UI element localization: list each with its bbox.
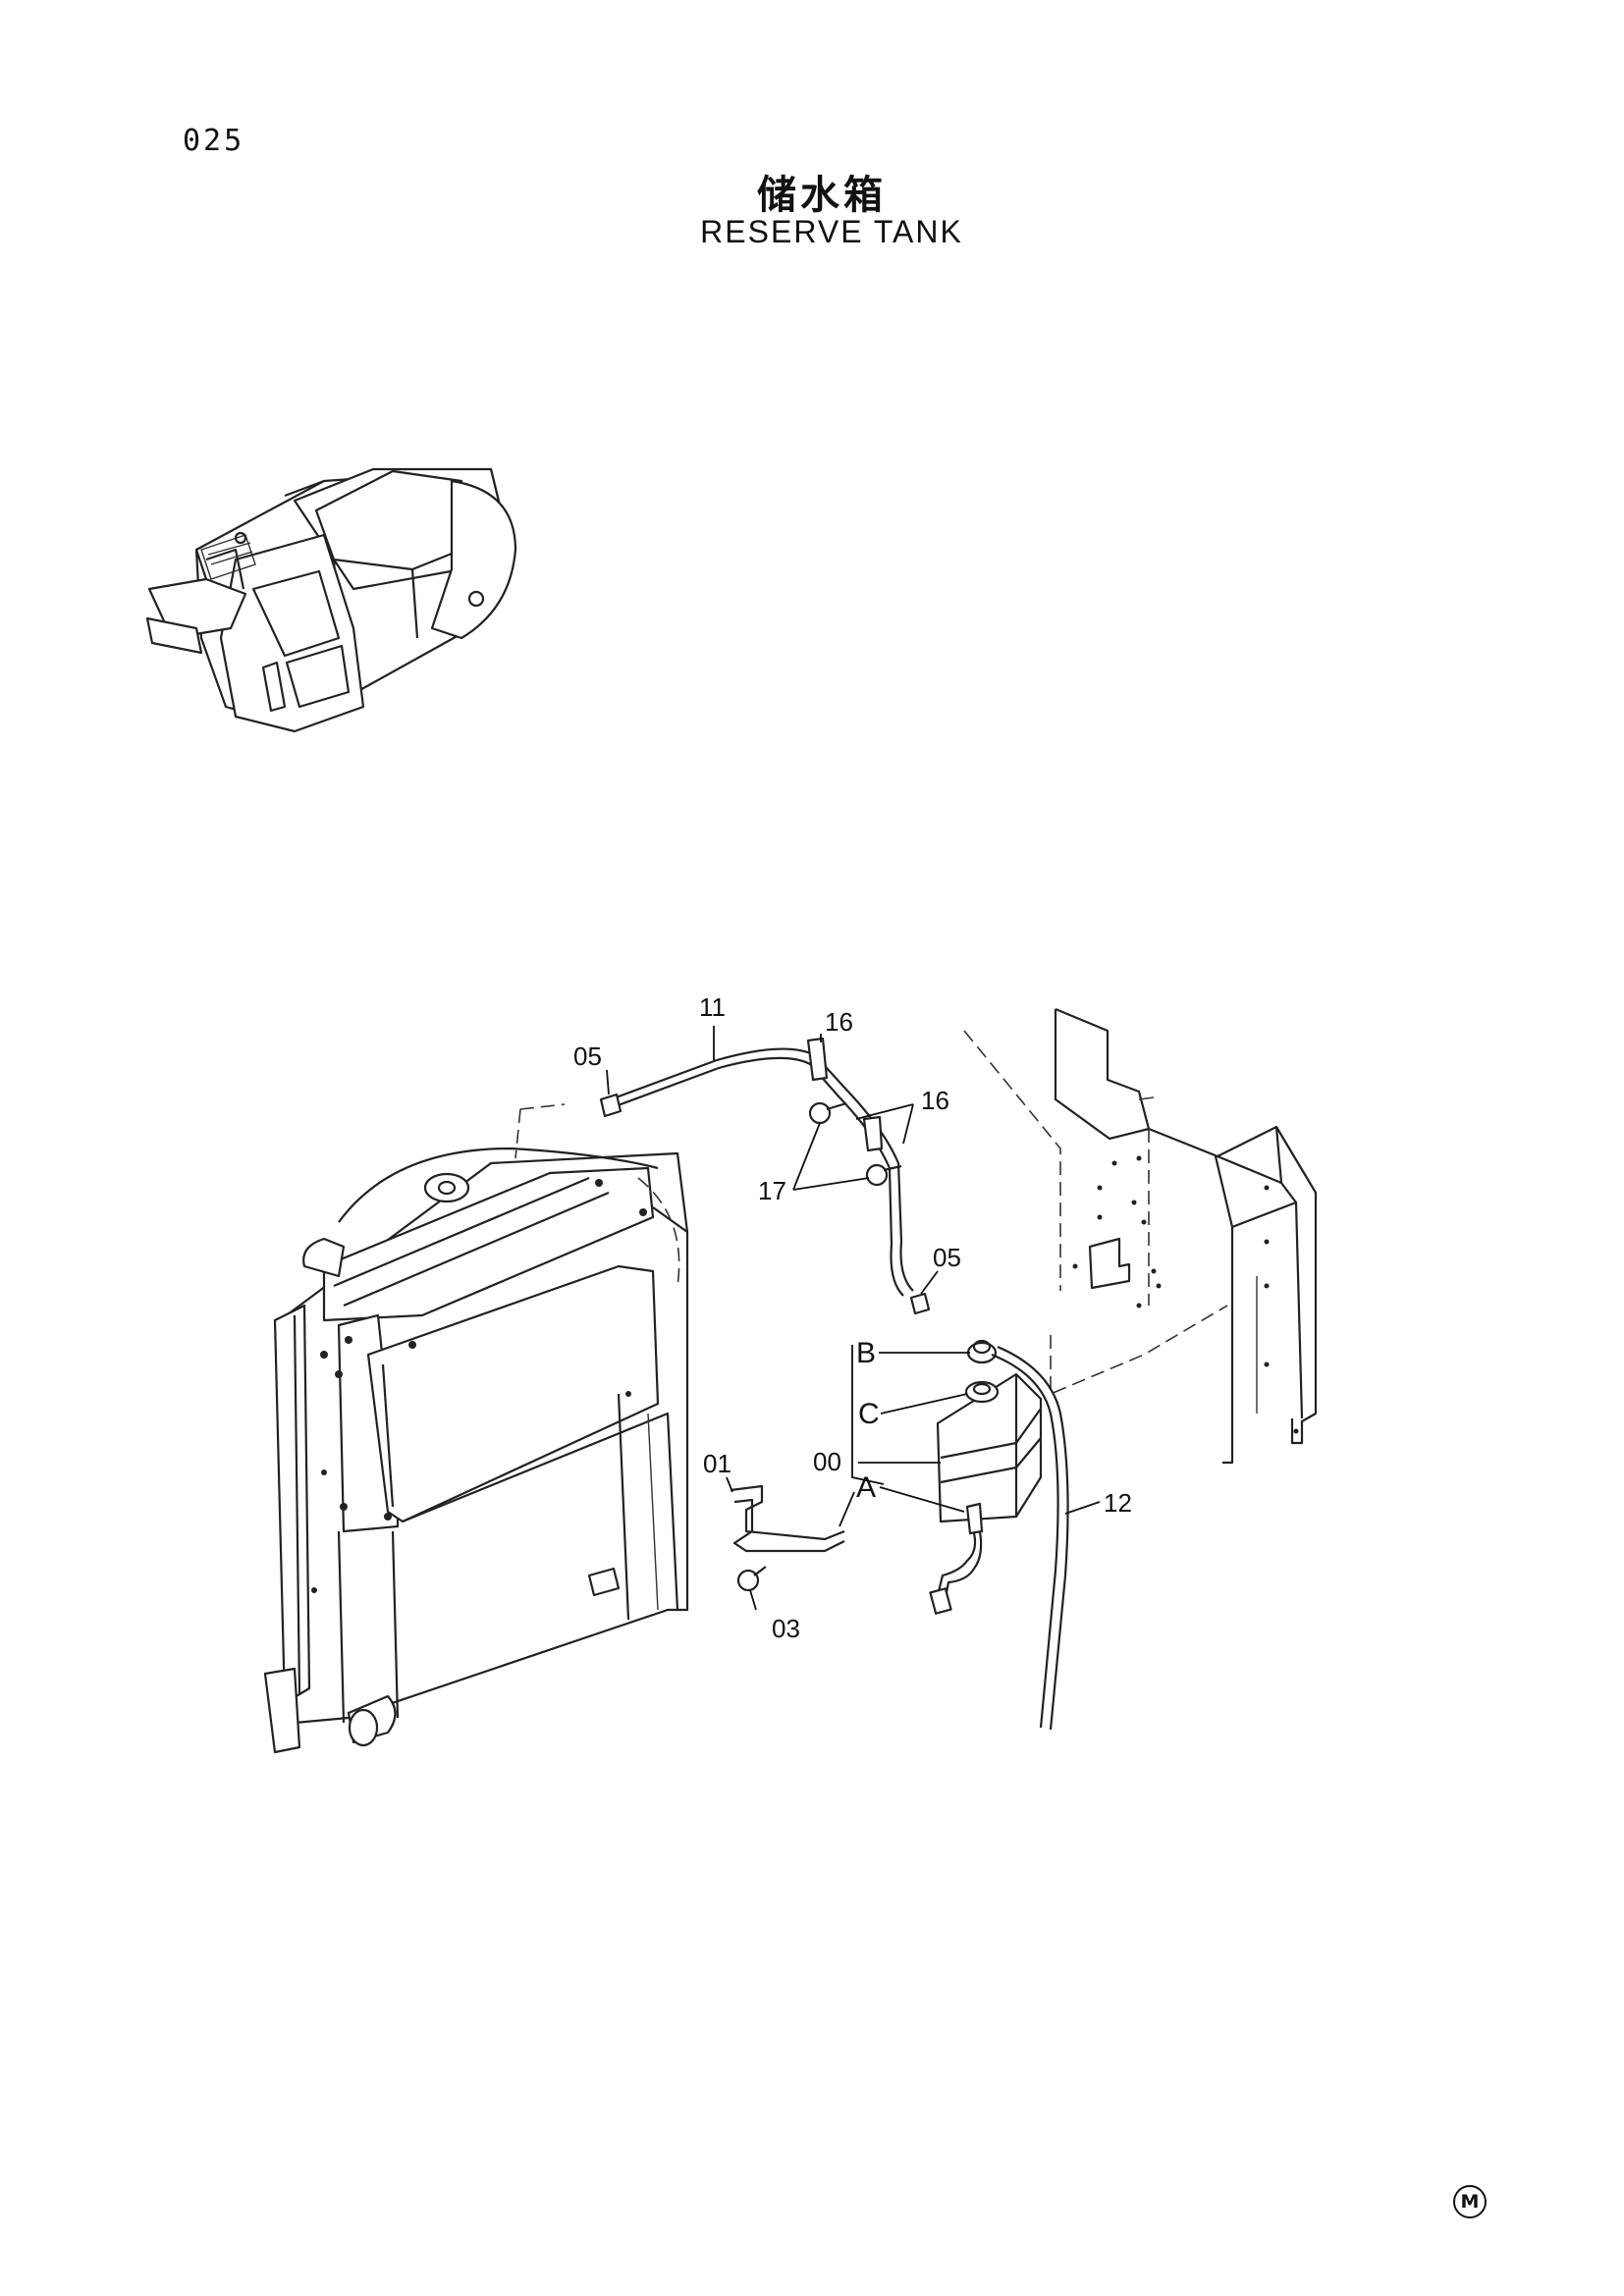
callout-05-upper: 05: [573, 1041, 602, 1071]
callout-11: 11: [699, 992, 726, 1022]
frame-partition: [963, 1007, 1318, 1465]
callout-01: 01: [703, 1449, 731, 1478]
callout-B: B: [856, 1337, 876, 1369]
machine-locator-illustration: [145, 467, 517, 733]
callout-05-lower: 05: [933, 1243, 961, 1272]
callout-A: A: [856, 1471, 876, 1504]
reserve-tank: [929, 1339, 1043, 1615]
page-title-chinese: 储水箱: [757, 173, 887, 218]
hose-clamp-05-upper: [599, 1093, 623, 1118]
hose-clip-16: [806, 1037, 884, 1152]
manufacturer-mark-icon: M: [1453, 2185, 1487, 2218]
hose-clamp-05-lower: [909, 1292, 931, 1315]
drain-hose-12: [991, 1345, 1069, 1731]
page-number: 025: [183, 124, 245, 158]
callout-16-lower: 16: [921, 1086, 949, 1115]
bracket-01: [730, 1484, 845, 1553]
callout-12: 12: [1104, 1488, 1132, 1518]
callout-17: 17: [758, 1176, 786, 1205]
callout-16-upper: 16: [825, 1007, 853, 1037]
callout-00: 00: [813, 1447, 841, 1476]
bolt-03: [736, 1566, 767, 1592]
overflow-hose-11: [610, 1047, 914, 1297]
callout-C: C: [858, 1398, 880, 1430]
callout-labels: 11 16 05 16 17 05 B C 00 A 01 03 12: [573, 992, 1132, 1643]
radiator-assembly: [263, 1103, 689, 1754]
page-title-english: RESERVE TANK: [700, 214, 963, 249]
callout-03: 03: [772, 1614, 800, 1643]
leader-lines: [606, 1026, 1101, 1611]
